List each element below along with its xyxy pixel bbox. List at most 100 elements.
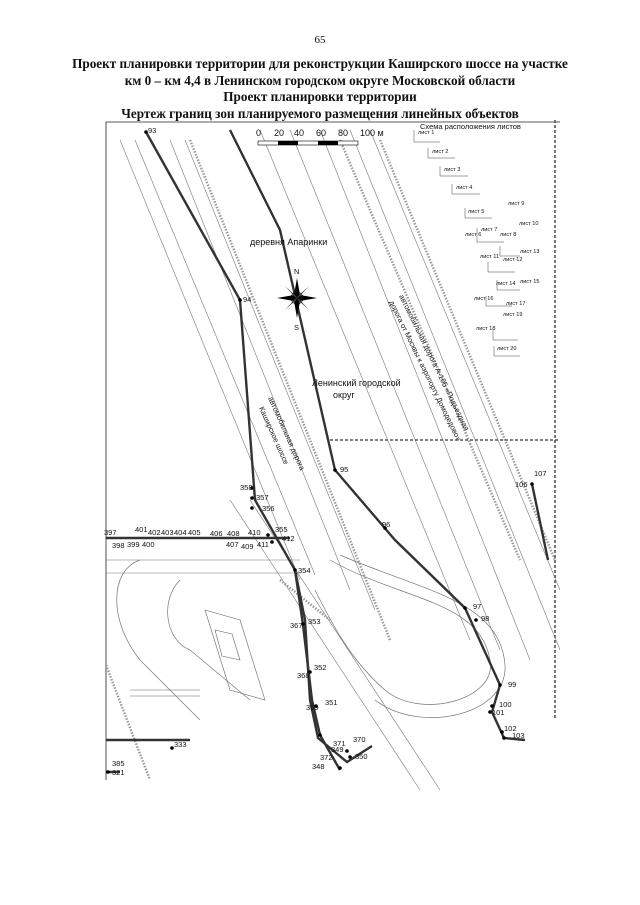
sheet-3: лист 3 <box>444 167 460 173</box>
compass-rose-icon: N S <box>277 267 317 332</box>
village-label: деревня Апаринки <box>250 237 327 247</box>
point-356: 356 <box>262 504 275 513</box>
hatched-embankments <box>104 139 557 781</box>
road-a105-label-1: автомобильная дорога А-105 «Подъездная <box>397 293 471 432</box>
point-405: 405 <box>188 528 201 537</box>
road-a105-label-2: дорога от Москвы к аэропорту Домодедово» <box>387 299 463 442</box>
title-line-4: Чертеж границ зон планируемого размещени… <box>121 105 519 121</box>
sheet-5: лист 5 <box>468 209 484 215</box>
compass-south: S <box>294 323 299 332</box>
title-line-3: Проект планировки территории <box>223 89 417 104</box>
sheet-10: лист 10 <box>519 221 539 227</box>
sheet-6: лист 6 <box>465 232 481 238</box>
scale-tick-0: 0 <box>256 128 261 138</box>
point-355: 355 <box>275 525 288 534</box>
point-352: 352 <box>314 663 327 672</box>
sheet-index-title: Схема расположения листов <box>420 122 521 131</box>
point-351: 351 <box>325 698 338 707</box>
point-96: 96 <box>382 520 390 529</box>
point-385: 385 <box>112 759 125 768</box>
sheet-18: лист 18 <box>476 326 496 332</box>
point-407: 407 <box>226 540 239 549</box>
point-411: 411 <box>257 540 269 549</box>
boundary-points <box>106 130 534 774</box>
point-106: 106 <box>515 480 528 489</box>
point-94: 94 <box>243 295 251 304</box>
point-348: 348 <box>312 762 325 771</box>
point-357: 357 <box>256 493 269 502</box>
point-97: 97 <box>473 602 481 611</box>
map-frame <box>105 121 560 780</box>
point-368: 368 <box>297 671 310 680</box>
point-409: 409 <box>241 542 254 551</box>
scale-tick-80: 80 <box>338 128 348 138</box>
zone-boundary-thin <box>330 120 560 720</box>
point-labels: 93 94 95 96 97 98 99 100 101 102 103 106… <box>104 126 547 777</box>
point-100: 100 <box>499 700 512 709</box>
point-98: 98 <box>481 614 489 623</box>
sheet-19: лист 19 <box>503 312 523 318</box>
sheet-index: Схема расположения листов лист 1 лист 2 … <box>413 122 540 357</box>
sheet-9: лист 9 <box>508 201 524 207</box>
interchange-loop <box>314 559 491 705</box>
district-label-2: округ <box>333 390 355 400</box>
point-402: 402 <box>148 528 161 537</box>
sheet-14: лист 14 <box>496 281 516 287</box>
sheet-11: лист 11 <box>480 254 499 260</box>
point-350: 350 <box>355 752 368 761</box>
sheet-1: лист 1 <box>418 130 434 136</box>
point-101: 101 <box>492 708 505 717</box>
point-403: 403 <box>161 528 174 537</box>
point-369: 369 <box>306 703 319 712</box>
point-95: 95 <box>340 465 348 474</box>
point-370: 370 <box>353 735 366 744</box>
point-397: 397 <box>104 528 117 537</box>
sheet-20: лист 20 <box>497 346 517 352</box>
point-103: 103 <box>512 731 525 740</box>
point-372: 372 <box>320 753 333 762</box>
point-93: 93 <box>148 126 156 135</box>
point-399: 399 <box>127 540 140 549</box>
point-321: 321 <box>112 768 125 777</box>
scale-tick-40: 40 <box>294 128 304 138</box>
sheet-7: лист 7 <box>481 227 497 233</box>
point-401: 401 <box>135 525 148 534</box>
point-371: 371 <box>333 739 346 748</box>
scale-bar: 0 20 40 60 80 100 м <box>256 128 384 146</box>
point-406: 406 <box>210 529 223 538</box>
sheet-15: лист 15 <box>520 279 540 285</box>
point-353: 353 <box>308 617 321 626</box>
sheet-12: лист 12 <box>503 257 523 263</box>
point-408: 408 <box>227 529 240 538</box>
point-349: 349 <box>331 745 344 754</box>
sheet-8: лист 8 <box>500 232 516 238</box>
point-398: 398 <box>112 541 125 550</box>
sheet-13: лист 13 <box>520 249 540 255</box>
point-400: 400 <box>142 540 155 549</box>
point-107: 107 <box>534 469 547 478</box>
sheet-16: лист 16 <box>474 296 494 302</box>
scale-tick-60: 60 <box>316 128 326 138</box>
point-358: 358 <box>240 483 253 492</box>
scale-tick-100: 100 м <box>360 128 384 138</box>
sheet-4: лист 4 <box>456 185 472 191</box>
document-title: Проект планировки территории для реконст… <box>40 56 600 122</box>
point-404: 404 <box>174 528 187 537</box>
point-354: 354 <box>298 566 311 575</box>
terrain-lines <box>106 129 561 791</box>
title-line-2: км 0 – км 4,4 в Ленинском городском окру… <box>124 72 516 88</box>
title-line-1: Проект планировки территории для реконст… <box>72 56 568 71</box>
point-367: 367 <box>290 621 303 630</box>
compass-north: N <box>294 267 299 276</box>
point-102: 102 <box>504 724 517 733</box>
sheet-2: лист 2 <box>432 149 448 155</box>
building <box>130 609 266 701</box>
page-number: 65 <box>314 34 326 46</box>
district-label-1: Ленинский городской <box>312 378 401 388</box>
point-99: 99 <box>508 680 516 689</box>
point-333: 333 <box>174 740 187 749</box>
point-410: 410 <box>248 528 261 537</box>
point-412: 412 <box>282 534 295 543</box>
sheet-17: лист 17 <box>506 301 526 307</box>
